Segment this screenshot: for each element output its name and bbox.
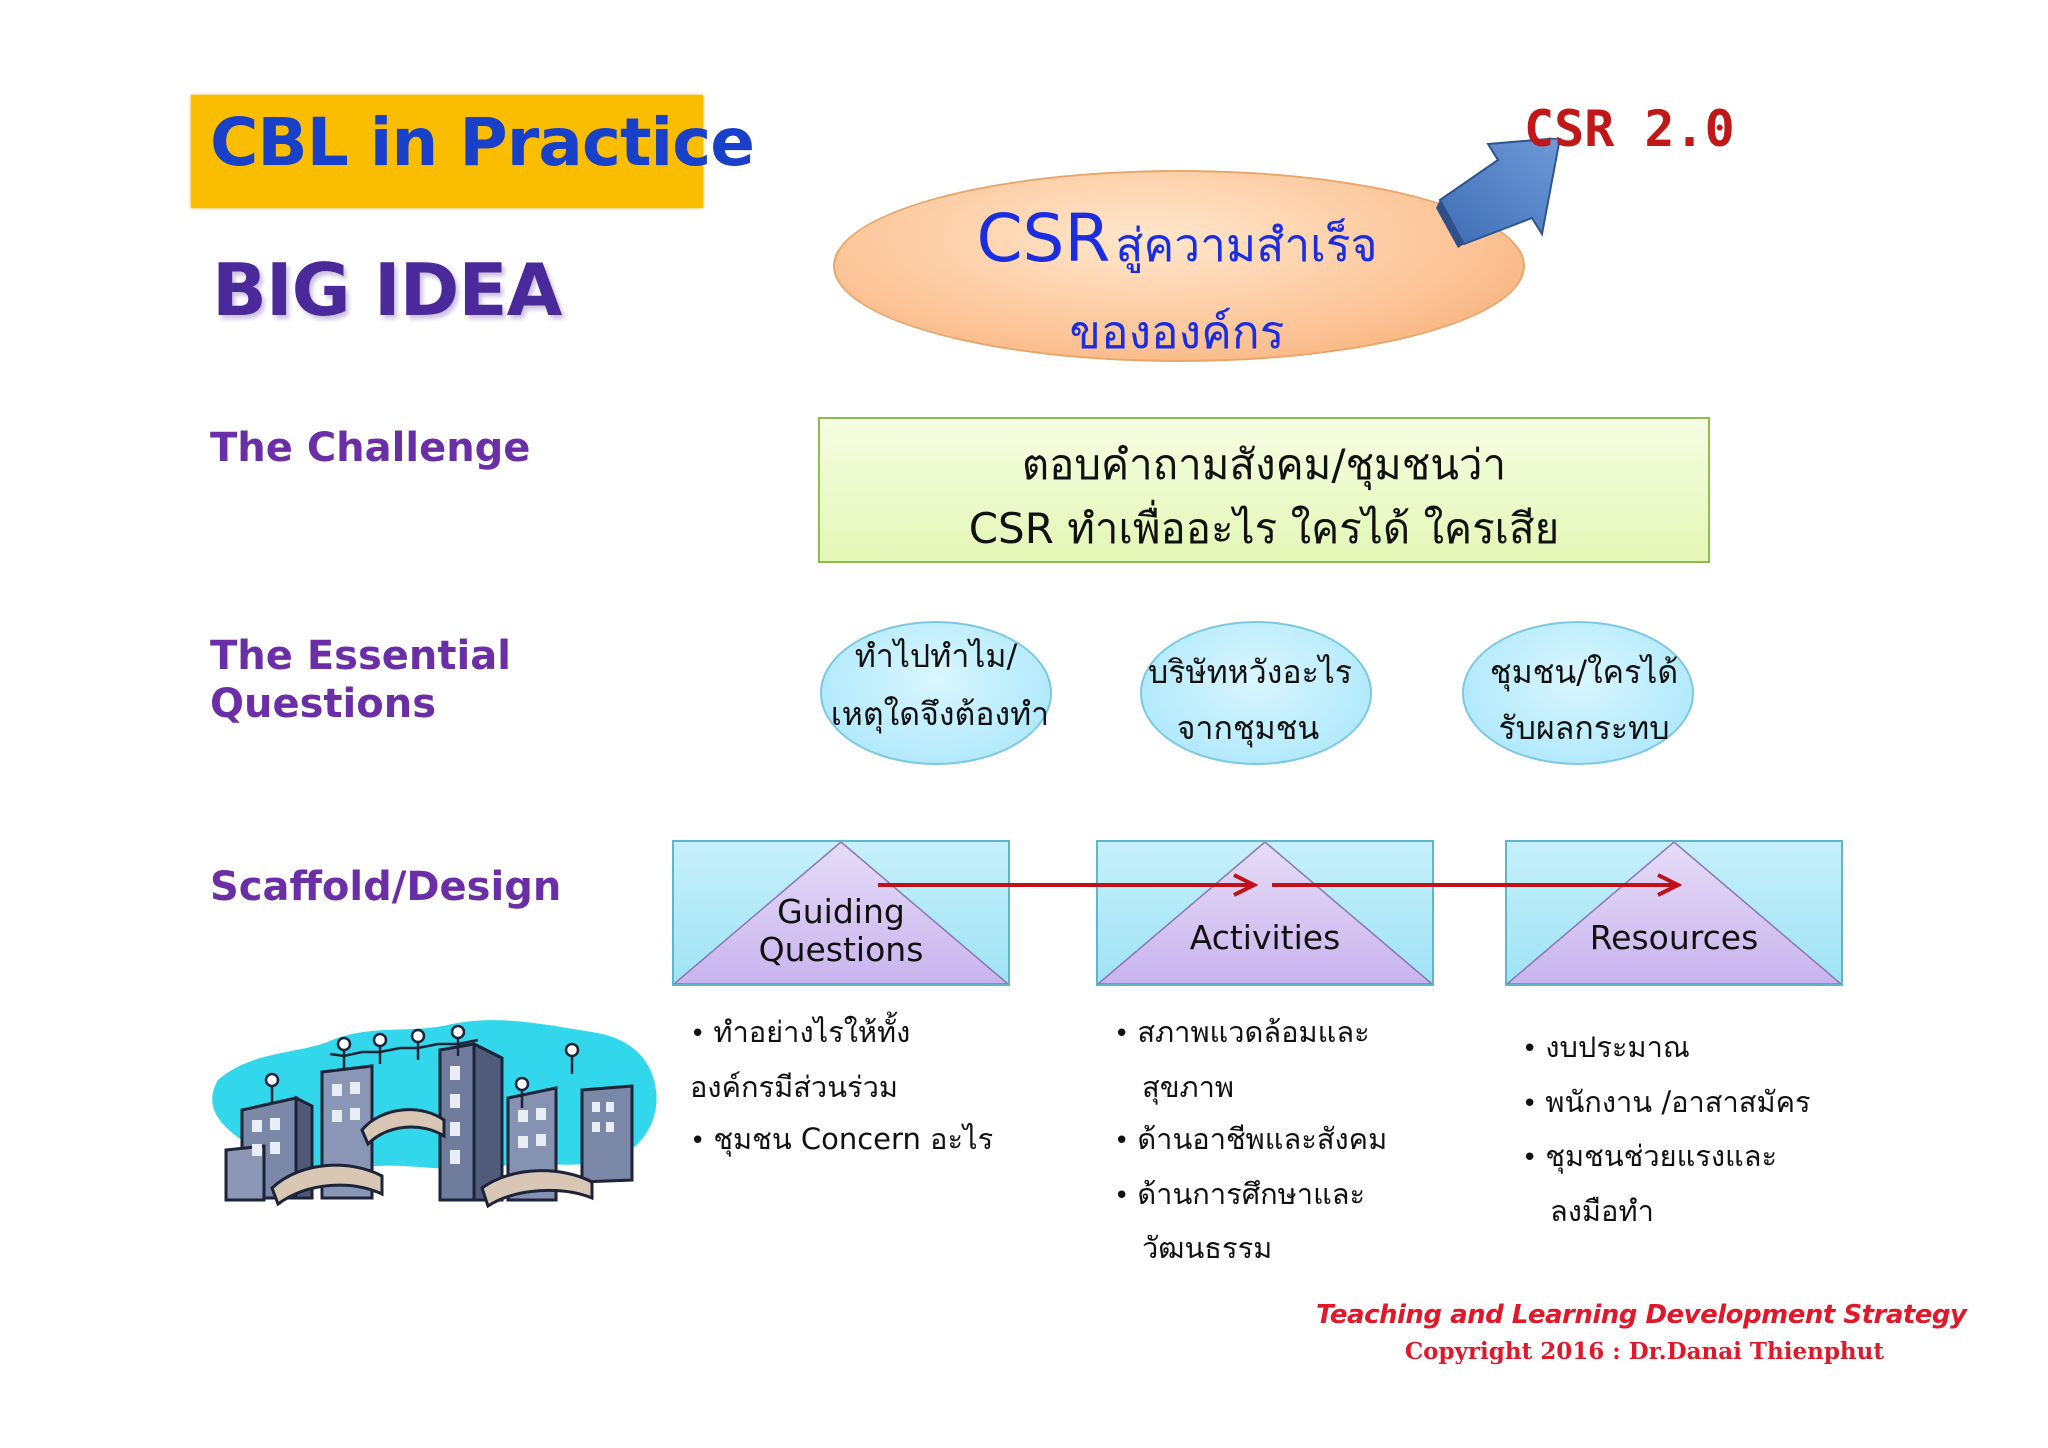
challenge-box [818,417,1710,563]
list-item: •ชุมชน Concern อะไร [690,1122,994,1156]
big-idea-line2: ขององค์กร [1069,305,1285,359]
row-label-challenge: The Challenge [210,425,531,471]
csr-version-label: CSR 2.0 [1524,100,1735,158]
big-idea-thai: สู่ความสำเร็จ [1115,218,1378,272]
list-item: องค์กรมีส่วนร่วม [690,1069,899,1104]
title-banner [191,95,703,208]
scaffold-box-resources [1505,840,1843,986]
question-bubble-2 [1140,621,1372,765]
challenge-line2: CSR ทำเพื่ออะไร ใครได้ ใครเสีย [968,504,1560,553]
list-item: •สภาพแวดล้อมและ [1114,1015,1370,1049]
row-label-essential-1: The Essential [210,633,511,679]
question-1-line1: ทำไปทำไม/ [854,637,1018,675]
big-idea-oval [833,170,1525,362]
list-item: วัฒนธรรม [1142,1231,1273,1265]
scaffold-guiding-label-1: Guiding [777,892,905,931]
question-bubble-3 [1462,621,1694,765]
scaffold-guiding-label-2: Questions [758,930,924,969]
footer-credit-line1: Teaching and Learning Development Strate… [1316,1300,1967,1330]
arrow-up-right-icon [1436,138,1562,248]
question-2-line1: บริษัทหวังอะไร [1147,653,1353,691]
guiding-list: •ทำอย่างไรให้ทั้ง องค์กรมีส่วนร่วม •ชุมช… [690,1006,993,1168]
row-label-scaffold: Scaffold/Design [210,864,562,910]
footer-credit-line2: Copyright 2016 : Dr.Danai Thienphut [1404,1338,1884,1365]
scaffold-resources-label: Resources [1589,918,1759,957]
scaffold-box-activities [1096,840,1434,986]
list-item: •ด้านอาชีพและสังคม [1114,1122,1388,1156]
big-idea-line1: CSR สู่ความสำเร็จ [833,200,1521,282]
question-bubble-1 [820,621,1052,765]
question-3-line1: ชุมชน/ใครได้ [1489,653,1679,691]
big-idea-csr: CSR [976,200,1111,277]
list-item: สุขภาพ [1142,1069,1235,1104]
list-item: •ทำอย่างไรให้ทั้ง [690,1015,911,1049]
activities-list: •สภาพแวดล้อมและ สุขภาพ •ด้านอาชีพและสังค… [1114,1006,1387,1275]
resources-list: •งบประมาณ •พนักงาน /อาสาสมัคร •ชุมชนช่วย… [1522,1021,1811,1237]
flow-arrows [878,873,1683,897]
list-item: ลงมือทำ [1550,1193,1654,1228]
list-item: •งบประมาณ [1522,1030,1690,1064]
slide-title: CBL in Practice [210,104,755,181]
list-item: •ชุมชนช่วยแรงและ [1522,1139,1778,1173]
question-3-line2: รับผลกระทบ [1498,709,1670,747]
list-item: •พนักงาน /อาสาสมัคร [1522,1084,1811,1119]
question-2-line2: จากชุมชน [1176,709,1320,747]
big-idea-label: BIG IDEA [212,248,562,332]
question-1-line2: เหตุใดจึงต้องทำ [830,695,1050,733]
community-illustration [212,1020,657,1209]
row-label-essential-2: Questions [210,681,437,727]
scaffold-box-guiding [672,840,1010,986]
challenge-line1: ตอบคำถามสังคม/ชุมชนว่า [1021,440,1507,489]
list-item: •ด้านการศึกษาและ [1114,1176,1366,1211]
scaffold-activities-label: Activities [1189,918,1341,957]
